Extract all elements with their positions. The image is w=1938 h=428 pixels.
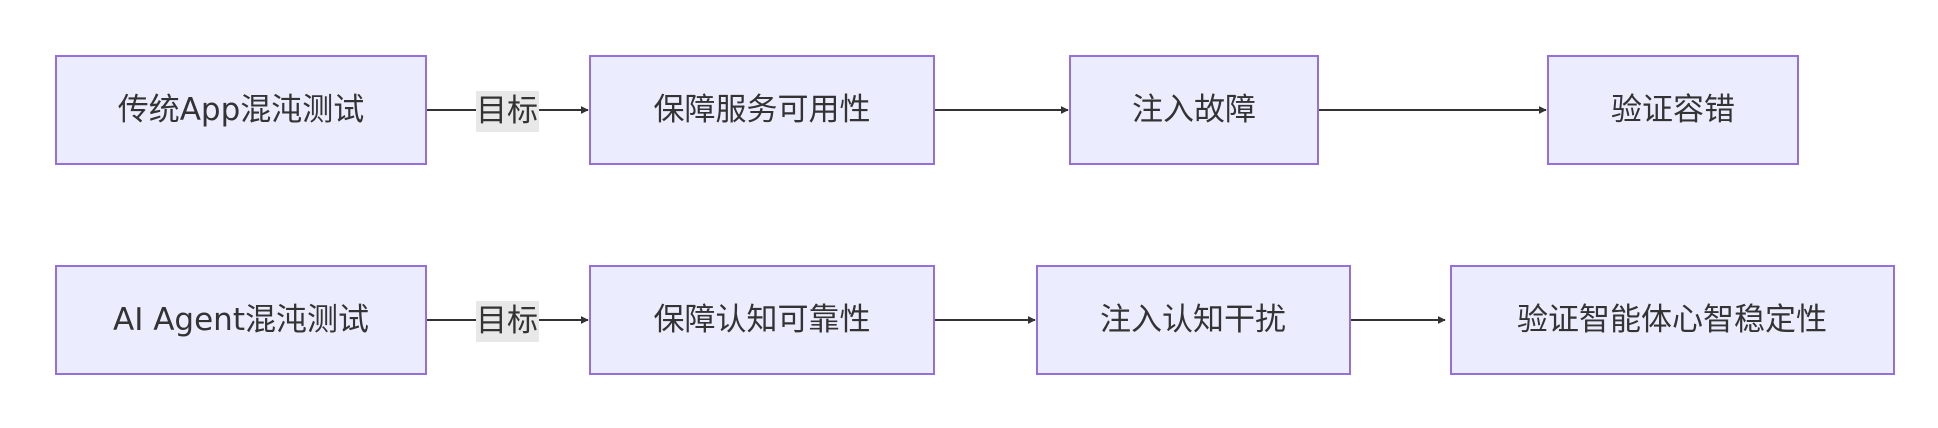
node-ai-agent-chaos-testing: AI Agent混沌测试: [55, 265, 427, 375]
node-verify-fault-tolerance: 验证容错: [1547, 55, 1799, 165]
edge-label-text: 目标: [476, 303, 538, 339]
node-label: 注入认知干扰: [1100, 302, 1286, 338]
node-label: 验证智能体心智稳定性: [1517, 302, 1827, 338]
node-ensure-cognitive-reliability: 保障认知可靠性: [589, 265, 935, 375]
flow-row-traditional: 目标 传统App混沌测试 保障服务可用性 注入故障 验证容错: [55, 55, 1799, 165]
node-ensure-service-availability: 保障服务可用性: [589, 55, 935, 165]
edge-label: 目标: [476, 301, 539, 342]
node-inject-fault: 注入故障: [1069, 55, 1319, 165]
flow-row-ai-agent: 目标 AI Agent混沌测试 保障认知可靠性 注入认知干扰 验证智能体心智稳定…: [55, 265, 1895, 375]
node-label: 保障服务可用性: [654, 92, 871, 128]
node-inject-cognitive-interference: 注入认知干扰: [1036, 265, 1351, 375]
edge-label-text: 目标: [476, 93, 538, 129]
node-label: 传统App混沌测试: [118, 92, 365, 128]
node-label: AI Agent混沌测试: [113, 302, 369, 338]
edge-label: 目标: [476, 91, 539, 132]
node-label: 注入故障: [1132, 92, 1256, 128]
node-verify-agent-mind-stability: 验证智能体心智稳定性: [1450, 265, 1895, 375]
node-label: 保障认知可靠性: [654, 302, 871, 338]
edge-traditional-to-availability: 目标: [426, 91, 589, 132]
edge-ai-agent-to-cognitive-reliability: 目标: [426, 301, 589, 342]
node-traditional-app-chaos-testing: 传统App混沌测试: [55, 55, 427, 165]
node-label: 验证容错: [1611, 92, 1735, 128]
